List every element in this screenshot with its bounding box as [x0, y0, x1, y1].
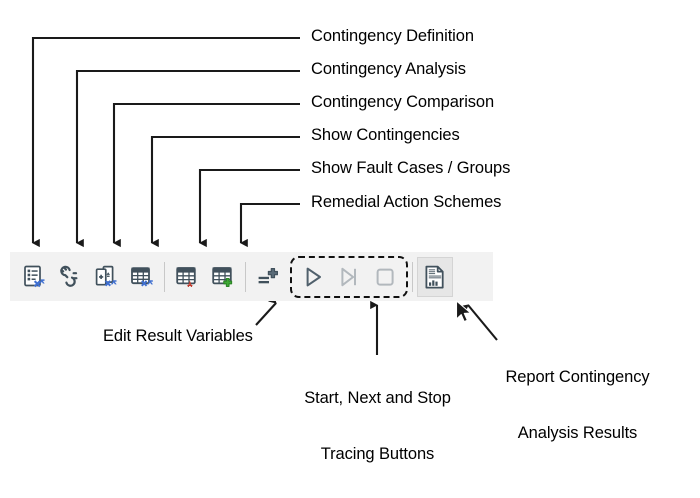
toolbar-button-contingency-analysis[interactable] — [52, 257, 88, 297]
toolbar-button-show-fault-cases[interactable] — [169, 257, 205, 297]
leader-show-contingencies — [150, 135, 300, 248]
callout-label-remedial-action-schemes: Remedial Action Schemes — [311, 193, 502, 211]
leader-edit-result-variables — [255, 295, 277, 326]
contingency-analysis-toolbar — [10, 252, 493, 301]
callout-label-contingency-analysis: Contingency Analysis — [311, 60, 466, 78]
show-contingencies-icon — [131, 266, 153, 286]
callout-label-report-results-line2: Analysis Results — [517, 423, 638, 442]
toolbar-button-start-tracing[interactable] — [295, 257, 331, 297]
toolbar-button-edit-result-variables[interactable] — [250, 257, 286, 297]
callout-label-tracing-buttons-line1: Start, Next and Stop — [304, 388, 451, 407]
toolbar-button-stop-tracing[interactable] — [367, 257, 403, 297]
toolbar-button-contingency-definition[interactable] — [16, 257, 52, 297]
remedial-action-schemes-icon — [212, 266, 233, 287]
toolbar-button-report-results[interactable] — [417, 256, 453, 297]
callout-label-report-results-line1: Report Contingency — [505, 367, 650, 386]
stop-icon — [376, 268, 394, 286]
leader-show-fault-cases — [198, 168, 300, 248]
toolbar-separator-2 — [245, 261, 246, 292]
callout-label-tracing-buttons: Start, Next and Stop Tracing Buttons — [280, 355, 475, 498]
leader-contingency-definition — [31, 36, 300, 248]
leader-contingency-comparison — [112, 102, 300, 248]
toolbar-separator-3 — [412, 261, 413, 292]
leader-contingency-analysis — [75, 69, 300, 248]
toolbar-button-next-tracing[interactable] — [331, 257, 367, 297]
toolbar-button-remedial-action-schemes[interactable] — [205, 257, 241, 297]
edit-result-variables-icon — [258, 267, 278, 283]
contingency-comparison-icon — [95, 265, 117, 286]
report-icon — [425, 265, 444, 288]
contingency-definition-icon — [24, 265, 45, 287]
play-icon — [306, 267, 321, 286]
callout-label-show-contingencies: Show Contingencies — [311, 126, 460, 144]
toolbar-button-contingency-comparison[interactable] — [88, 257, 124, 297]
callout-label-edit-result-variables: Edit Result Variables — [103, 327, 253, 345]
callout-label-contingency-definition: Contingency Definition — [311, 27, 474, 45]
show-fault-cases-icon — [176, 266, 196, 287]
toolbar-separator-1 — [164, 261, 165, 292]
tracing-buttons-group — [290, 255, 408, 298]
toolbar-button-show-contingencies[interactable] — [124, 257, 160, 297]
leader-remedial-action-schemes — [239, 202, 300, 248]
callout-label-tracing-buttons-line2: Tracing Buttons — [320, 444, 435, 463]
mouse-cursor-icon — [455, 300, 472, 323]
diagram-root: Contingency Definition Contingency Analy… — [10, 27, 650, 462]
callout-label-contingency-comparison: Contingency Comparison — [311, 93, 495, 111]
contingency-analysis-icon — [60, 265, 78, 287]
callout-label-report-results: Report Contingency Analysis Results — [485, 334, 670, 477]
step-forward-icon — [341, 267, 356, 286]
callout-label-show-fault-cases: Show Fault Cases / Groups — [311, 159, 511, 177]
